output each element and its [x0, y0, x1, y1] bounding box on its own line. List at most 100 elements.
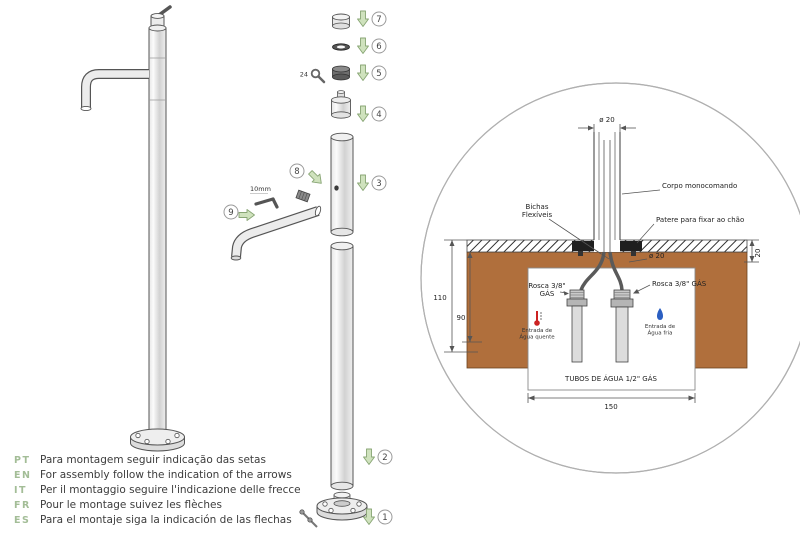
- cold-water-icon: [656, 308, 664, 320]
- footer-note-fr: FR Pour le montage suivez les flèches: [14, 498, 301, 513]
- footer-note-en: EN For assembly follow the indication of …: [14, 468, 301, 483]
- down-arrow-icon: [357, 105, 369, 122]
- dimension-90: 90: [457, 252, 482, 343]
- hot-water-icon: [534, 311, 542, 326]
- language-code: ES: [14, 515, 31, 526]
- language-code: EN: [14, 470, 32, 481]
- footer-note-es: ES Para el montaje siga la indicación de …: [14, 513, 301, 528]
- spout-aerator: [80, 105, 92, 112]
- part-nut: [332, 65, 350, 81]
- label-corpo-monocomando: Corpo monocomando: [621, 182, 737, 195]
- svg-text:3: 3: [376, 179, 381, 189]
- label-bichas-flexiveis: Bichas Flexíveis: [522, 203, 610, 260]
- part-knob: [332, 13, 350, 30]
- language-code: IT: [14, 485, 28, 496]
- floor-plate: [572, 241, 642, 256]
- part-upper-tube: [330, 132, 354, 237]
- step-badge-2: 2: [377, 449, 393, 465]
- down-arrow-icon: [357, 10, 369, 27]
- label-patere: Patere para fixar ao chão: [636, 216, 744, 244]
- svg-text:ø 20: ø 20: [599, 116, 614, 124]
- faucet-base: [130, 428, 185, 452]
- svg-text:Entrada de: Entrada de: [645, 324, 676, 330]
- note-text: Para montagem seguir indicação das setas: [40, 454, 266, 466]
- footer-note-it: IT Per il montaggio seguire l'indicazione…: [14, 483, 301, 498]
- assembled-faucet-view: [80, 5, 185, 452]
- faucet-spout: [80, 69, 149, 112]
- svg-text:9: 9: [228, 208, 233, 218]
- label-hot-inlet: Entrada de Água quente: [519, 328, 555, 341]
- part-grub-screw: [295, 189, 311, 203]
- svg-text:Patere para fixar ao chão: Patere para fixar ao chão: [656, 216, 744, 224]
- step-badge-4: 4: [371, 106, 387, 122]
- svg-text:4: 4: [376, 110, 381, 120]
- label-rosca-right: Rosca 3/8" GÁS: [633, 279, 707, 294]
- step-badge-1: 1: [377, 509, 393, 525]
- svg-text:Entrada de: Entrada de: [522, 328, 553, 334]
- down-arrow-icon: [357, 64, 369, 81]
- set-screw-hole: [334, 185, 339, 191]
- language-code: FR: [14, 500, 31, 511]
- svg-text:Flexíveis: Flexíveis: [522, 211, 553, 219]
- note-text: Per il montaggio seguire l'indicazione d…: [40, 484, 301, 496]
- faucet-column: [148, 27, 167, 435]
- down-arrow-icon: [357, 174, 369, 191]
- down-arrow-icon: [357, 37, 369, 54]
- dimension-20: 20: [744, 239, 762, 263]
- svg-text:ø 20: ø 20: [649, 252, 664, 260]
- label-tubos: TUBOS DE ÁGUA 1/2" GÁS: [564, 374, 657, 383]
- allen-key-icon: 10mm: [250, 185, 279, 209]
- svg-text:GÁS: GÁS: [540, 289, 555, 298]
- part-ring: [332, 43, 350, 51]
- svg-text:20: 20: [754, 249, 762, 258]
- note-text: Pour le montage suivez les flèches: [40, 499, 222, 511]
- installation-detail: ø 20 Corpo monocomando Patere para fixar…: [420, 82, 800, 474]
- svg-text:Rosca 3/8": Rosca 3/8": [528, 282, 565, 290]
- footer-notes: PT Para montagem seguir indicação das set…: [14, 453, 301, 528]
- svg-text:90: 90: [457, 314, 466, 322]
- wrench-icon: 24: [300, 68, 326, 84]
- flexible-hoses: [579, 251, 624, 291]
- step-badge-7: 7: [371, 11, 387, 27]
- part-floor-flange: [299, 491, 368, 528]
- pipes-detail-box: [527, 267, 696, 391]
- hot-water-pipe: [566, 289, 588, 363]
- svg-text:Bichas: Bichas: [526, 203, 549, 211]
- label-dia-mid: ø 20: [628, 252, 664, 263]
- svg-text:2: 2: [382, 453, 387, 463]
- note-text: For assembly follow the indication of th…: [40, 469, 292, 481]
- label-rosca-left: Rosca 3/8" GÁS: [528, 282, 569, 298]
- svg-text:1: 1: [382, 513, 387, 523]
- label-cold-inlet: Entrada de Água fria: [645, 324, 676, 337]
- part-cartridge: [331, 90, 351, 119]
- down-arrow-icon: [363, 448, 375, 465]
- language-code: PT: [14, 455, 31, 466]
- wrench-size-label: 24: [300, 71, 308, 79]
- svg-text:Água fria: Água fria: [648, 330, 673, 337]
- svg-text:6: 6: [376, 42, 381, 52]
- cold-water-pipe: [610, 289, 634, 363]
- right-arrow-icon: [238, 209, 255, 221]
- part-lower-tube: [330, 241, 354, 491]
- exploded-view: 24 10mm: [223, 10, 393, 528]
- dimension-110: 110: [433, 239, 478, 353]
- step-badge-3: 3: [371, 175, 387, 191]
- footer-note-pt: PT Para montagem seguir indicação das set…: [14, 453, 301, 468]
- svg-text:150: 150: [604, 403, 617, 411]
- svg-text:110: 110: [433, 294, 446, 302]
- note-text: Para el montaje siga la indicación de la…: [40, 514, 292, 526]
- part-spout-tube: [230, 205, 322, 261]
- dimension-150: 150: [527, 393, 696, 411]
- diagonal-arrow-icon: [306, 168, 326, 188]
- dimension-dia-top: ø 20: [578, 116, 636, 132]
- flange-screws: [299, 509, 318, 528]
- step-badge-9: 9: [223, 204, 239, 220]
- step-badge-8: 8: [289, 163, 305, 179]
- svg-text:Rosca 3/8" GÁS: Rosca 3/8" GÁS: [652, 279, 707, 288]
- svg-text:Corpo monocomando: Corpo monocomando: [662, 182, 737, 190]
- svg-text:7: 7: [376, 15, 381, 25]
- svg-text:5: 5: [376, 69, 381, 79]
- allen-size-label: 10mm: [250, 185, 271, 193]
